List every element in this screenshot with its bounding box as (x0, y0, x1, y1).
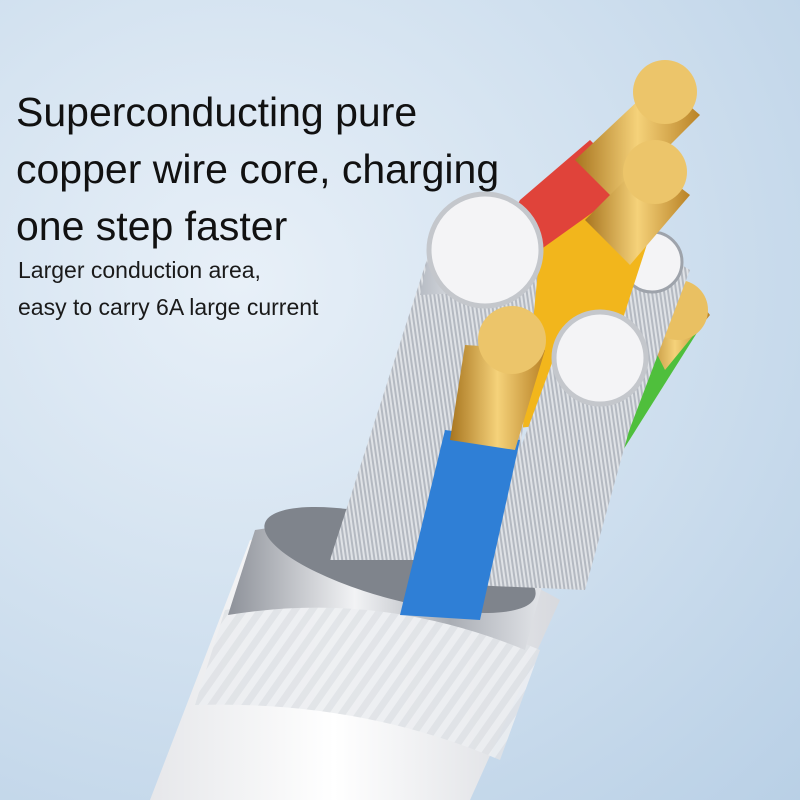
headline: Superconducting pure copper wire core, c… (16, 84, 576, 255)
subheadline-line-2: easy to carry 6A large current (18, 294, 319, 320)
headline-line-1: Superconducting pure (16, 89, 418, 135)
blue-wire (400, 306, 546, 620)
subheadline: Larger conduction area, easy to carry 6A… (18, 252, 318, 326)
shielded-wire-center (470, 309, 650, 590)
subheadline-line-1: Larger conduction area, (18, 257, 261, 283)
headline-line-2: copper wire core, charging (16, 146, 500, 192)
headline-line-3: one step faster (16, 203, 288, 249)
